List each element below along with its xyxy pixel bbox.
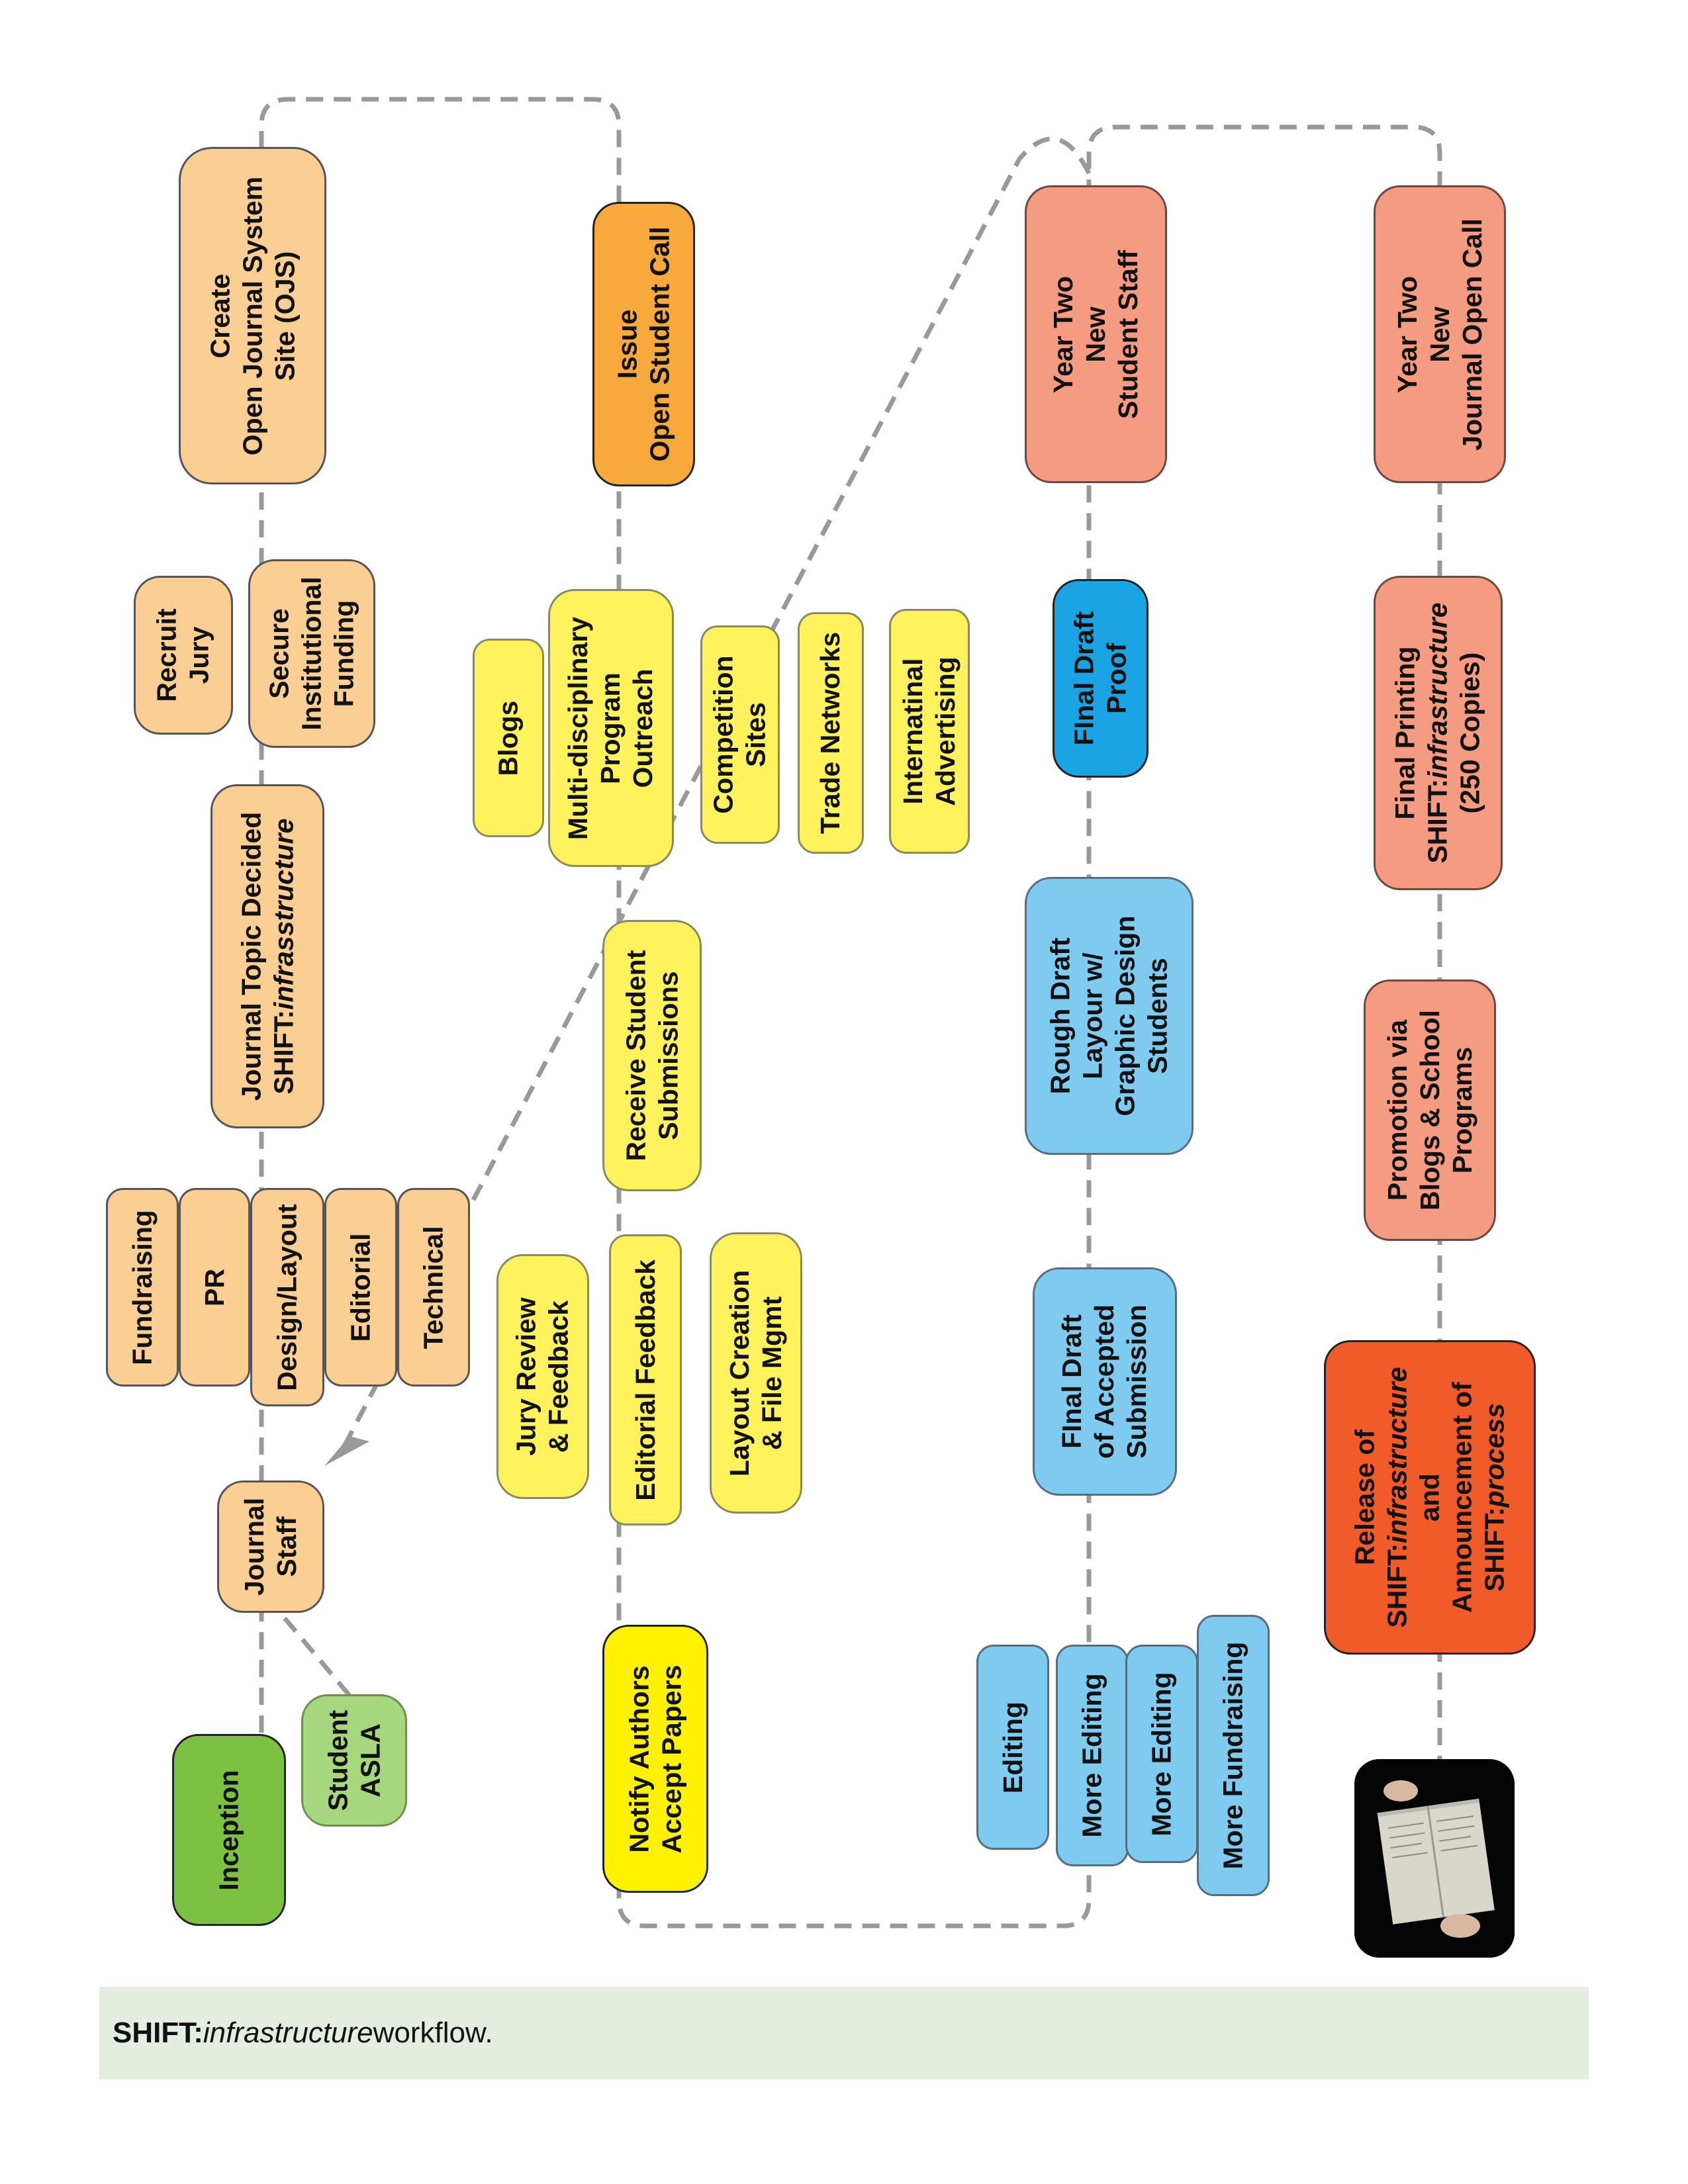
node-inception-label: Inception [213,1769,244,1891]
node-fundraising-label: Fundraising [126,1209,158,1365]
node-inception: Inception [172,1734,286,1926]
node-technical: Technical [397,1188,470,1387]
arrowhead-staff [324,1436,369,1466]
journal-photo [1354,1759,1515,1958]
node-design-layout: Design/Layout [250,1188,324,1406]
node-pr: PR [179,1188,250,1387]
node-jury-review: Jury Review& Feedback [496,1254,589,1499]
node-more-fundraising: More Fundraising [1197,1615,1270,1896]
node-editorial: Editorial [324,1188,397,1387]
figure-caption: SHIFT:infrastructure workflow. [99,1987,1589,2079]
node-blogs: Blogs [473,639,544,837]
node-more-editing-1: More Editing [1056,1645,1129,1866]
node-editing: Editing [976,1645,1049,1850]
path-inception-to-ojs [259,97,1442,1929]
node-fundraising: Fundraising [106,1188,179,1387]
node-more-editing-2: More Editing [1125,1645,1198,1863]
journal-photo-illustration [1354,1759,1515,1958]
node-editorial-feedback: Editorial Feedback [609,1234,682,1525]
node-trade-networks: Trade Networks [798,612,864,854]
path-yeartwo-to-staff [342,136,1092,1447]
node-layout-creation: Layout Creation& File Mgmt [710,1232,802,1514]
